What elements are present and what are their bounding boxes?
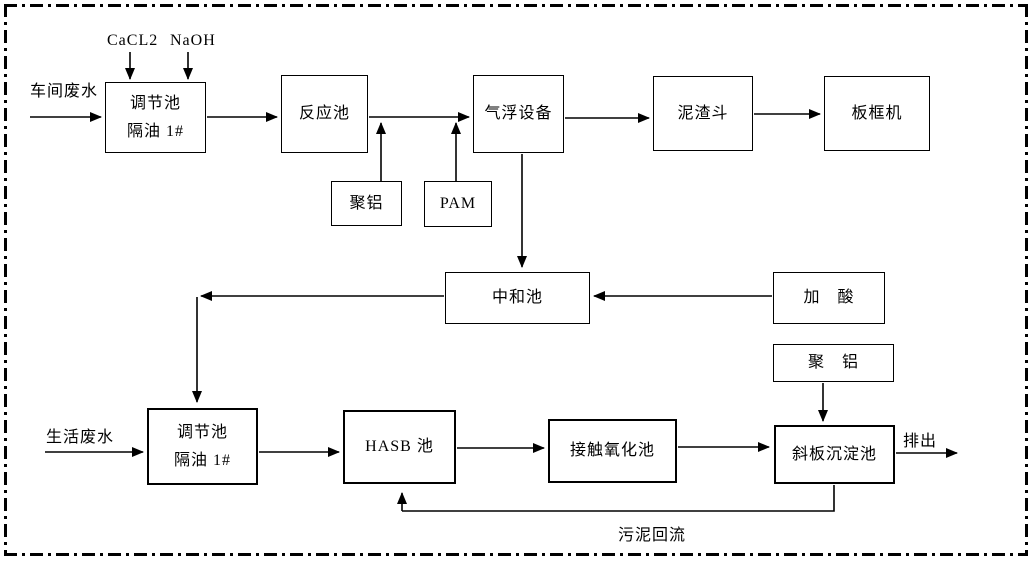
label-domestic-wastewater: 生活废水 <box>46 429 115 446</box>
node-label: 板框机 <box>851 104 903 122</box>
node-label-line1: 调节池 <box>129 95 181 113</box>
node-label: 斜板沉淀池 <box>791 445 877 463</box>
label-workshop-wastewater: 车间废水 <box>30 83 99 100</box>
node-label: 聚 铝 <box>807 354 859 372</box>
node-label: PAM <box>439 195 477 213</box>
node-air-flotation: 气浮设备 <box>473 75 564 153</box>
node-reaction-tank: 反应池 <box>281 75 368 153</box>
node-pac-dosing-2: 聚 铝 <box>773 344 894 382</box>
node-label: 中和池 <box>491 289 543 307</box>
node-label: HASB 池 <box>365 438 434 456</box>
node-filter-press: 板框机 <box>824 76 930 151</box>
node-regulating-tank-1: 调节池 隔油 1# <box>105 82 206 153</box>
node-inclined-plate-settler: 斜板沉淀池 <box>774 425 895 484</box>
label-sludge-return: 污泥回流 <box>618 527 687 544</box>
page-border-right <box>1025 4 1028 556</box>
node-label: 气浮设备 <box>484 105 553 123</box>
page-border-left <box>4 4 7 556</box>
node-label: 泥渣斗 <box>677 104 729 122</box>
label-discharge: 排出 <box>903 433 938 450</box>
node-contact-oxidation-tank: 接触氧化池 <box>548 419 677 483</box>
node-label-line2: 隔油 1# <box>126 122 184 140</box>
node-label: 接触氧化池 <box>569 442 655 460</box>
page-border-top <box>4 4 1028 7</box>
node-sludge-hopper: 泥渣斗 <box>653 76 753 151</box>
page-border-bottom <box>4 553 1028 556</box>
node-pac-dosing-1: 聚铝 <box>331 181 402 226</box>
node-regulating-tank-2: 调节池 隔油 1# <box>147 408 258 485</box>
node-neutralization-tank: 中和池 <box>445 272 590 324</box>
node-hasb-tank: HASB 池 <box>343 410 456 484</box>
node-label: 反应池 <box>298 105 350 123</box>
node-acid-dosing: 加 酸 <box>773 272 885 324</box>
node-label-line2: 隔油 1# <box>173 451 231 469</box>
node-label: 聚铝 <box>349 194 384 212</box>
line-sludge-return <box>402 485 835 512</box>
node-label-line1: 调节池 <box>176 424 228 442</box>
label-naoh: NaOH <box>170 32 216 49</box>
label-cacl2: CaCL2 <box>107 32 159 49</box>
node-label: 加 酸 <box>803 289 855 307</box>
node-pam-dosing: PAM <box>424 181 492 227</box>
